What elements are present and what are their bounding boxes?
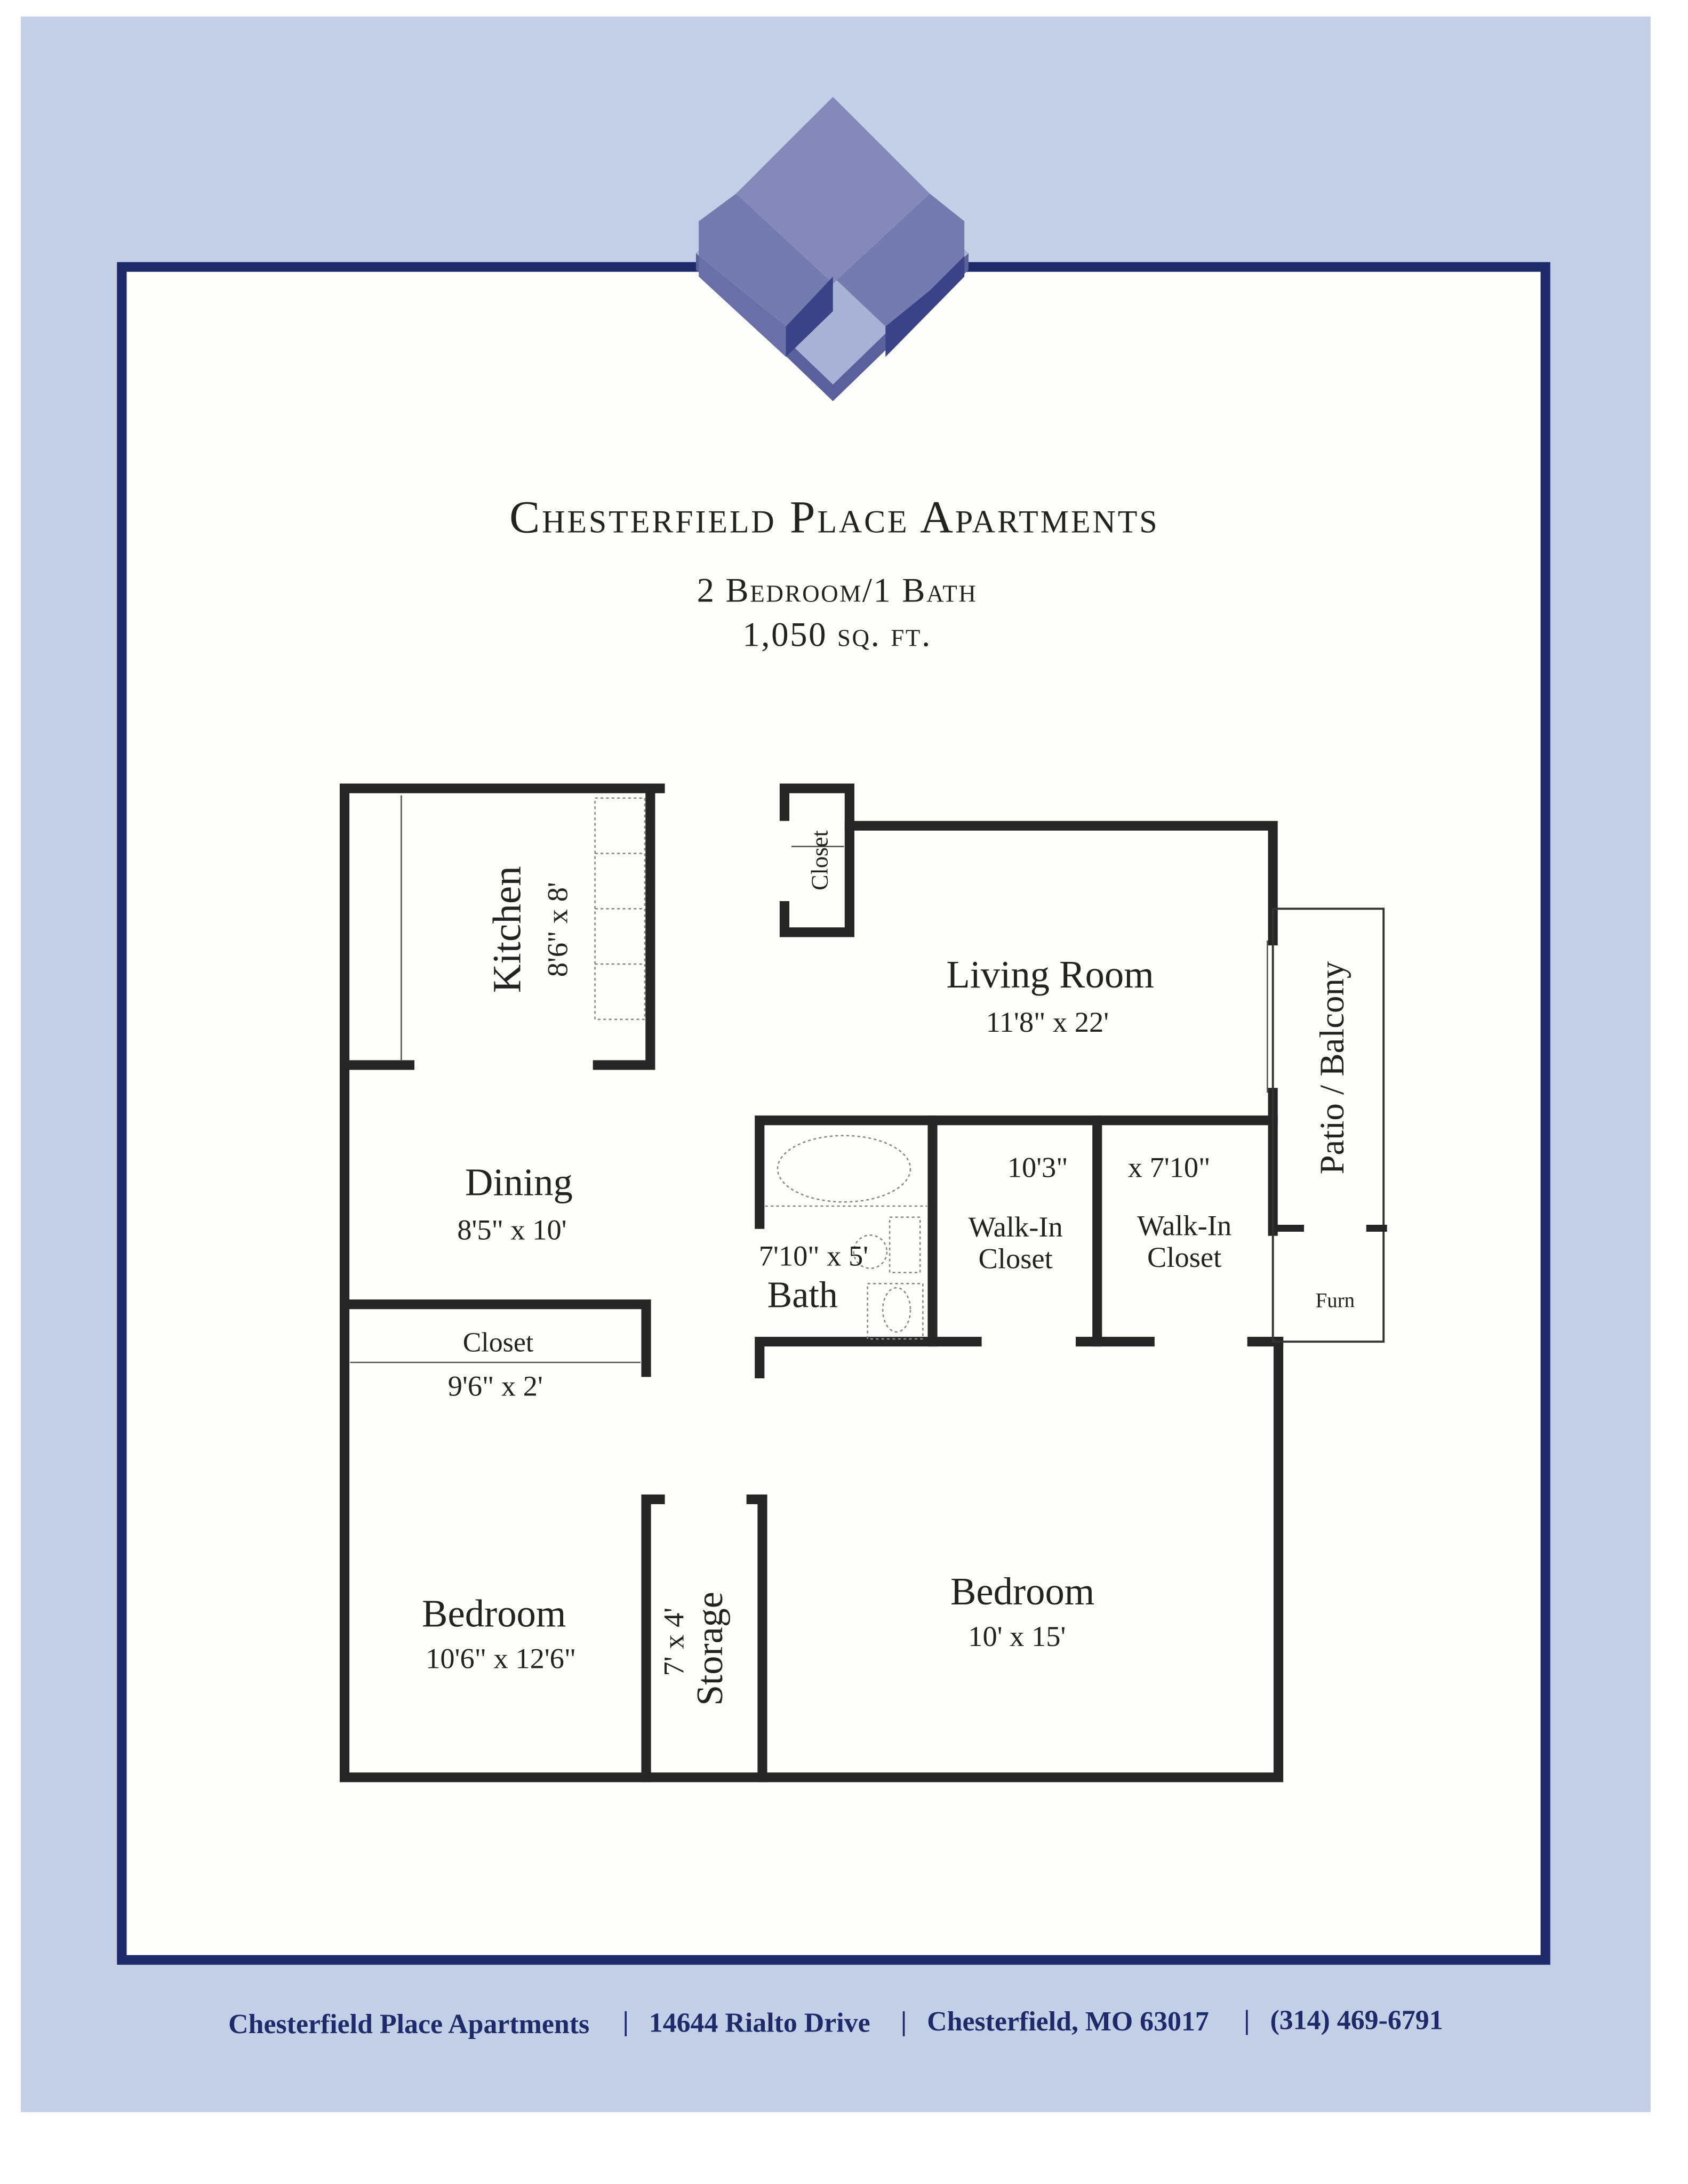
footer-phone: (314) 469-6791 [1270,2005,1443,2035]
footer-name: Chesterfield Place Apartments [228,2009,589,2040]
unit-type: 2 Bedroom/1 Bath [697,571,978,609]
footer-separator: | [622,2006,628,2037]
dining-size: 8'5" x 10' [457,1213,566,1246]
bath-label: Bath [767,1274,838,1315]
entry-closet-label: Closet [806,830,833,890]
living-room-label: Living Room [946,953,1154,996]
bedroom-1-size: 10'6" x 12'6" [426,1642,576,1674]
storage-size: 7' x 4' [658,1608,690,1676]
patio-outline [1271,908,1385,1343]
living-room-size: 11'8" x 22' [986,1006,1109,1038]
kitchen-size: 8'6" x 8' [541,882,574,977]
kitchen-label: Kitchen [485,866,529,993]
walk-in-closet-2-label-2: Closet [1147,1241,1221,1273]
footer-contact: Chesterfield Place Apartments | 14644 Ri… [228,2005,1443,2040]
page-title: Chesterfield Place Apartments [509,492,1159,543]
diamond-w-logo-icon [695,97,969,402]
bedroom-2-size: 10' x 15' [968,1620,1066,1652]
bedroom-1-label: Bedroom [422,1592,566,1635]
footer-separator: | [901,2006,907,2037]
room-kitchen: Kitchen 8'6" x 8' [485,866,573,993]
walk-in-closet-1-label: Walk-In [969,1210,1063,1243]
unit-area: 1,050 sq. ft. [742,615,932,654]
hall-closet-label: Closet [463,1327,534,1358]
walk-in-closet-1-label-2: Closet [979,1242,1053,1275]
fixtures [350,795,1387,1363]
furnace-label: Furn [1316,1289,1355,1312]
walk-in-closet-2-label: Walk-In [1137,1209,1231,1241]
patio-label: Patio / Balcony [1313,961,1351,1174]
storage-label: Storage [690,1592,731,1706]
walk-in-closet-size-2: x 7'10" [1128,1151,1211,1184]
footer-city: Chesterfield, MO 63017 [927,2006,1209,2037]
hall-closet-size: 9'6" x 2' [448,1369,543,1402]
dining-label: Dining [465,1160,573,1203]
walk-in-closet-size-1: 10'3" [1007,1151,1068,1184]
footer-address: 14644 Rialto Drive [649,2008,870,2038]
content-frame [117,262,1550,1965]
footer-separator: | [1244,2005,1250,2035]
bath-size: 7'10" x 5' [759,1240,868,1272]
bedroom-2-label: Bedroom [950,1570,1094,1613]
